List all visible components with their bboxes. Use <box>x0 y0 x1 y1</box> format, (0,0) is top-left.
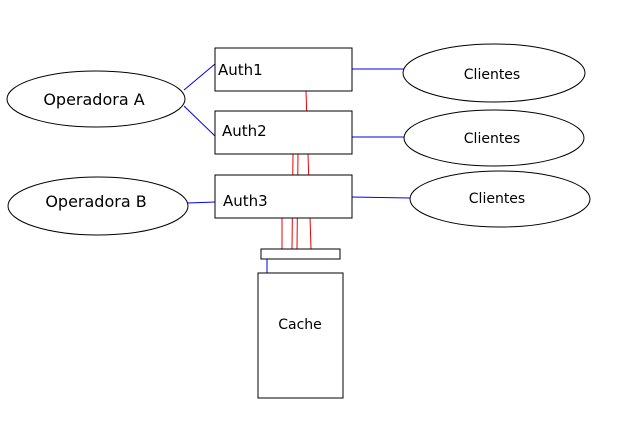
auth-server-box <box>214 174 353 219</box>
auth-server-auth1: Auth1 <box>214 47 353 92</box>
cache-box <box>257 272 344 399</box>
clients-group-1: Clientes <box>402 43 586 103</box>
operator-operadora-b: Operadora B <box>7 176 189 236</box>
auth-server-label: Auth3 <box>223 192 268 210</box>
clients-ellipse <box>402 43 586 103</box>
clients-ellipse <box>403 109 585 167</box>
auth-server-box <box>214 47 353 92</box>
operator-ellipse <box>7 176 189 236</box>
clients-label: Clientes <box>469 191 525 207</box>
operator-label: Operadora B <box>45 192 146 211</box>
cache-connector-bar <box>260 248 341 260</box>
auth-server-box <box>214 110 353 155</box>
link-auth3-clientes-3 <box>349 196 411 199</box>
cache-node: Cache <box>257 272 344 399</box>
link-operadora-a-auth2 <box>183 105 216 137</box>
operator-ellipse <box>6 70 186 128</box>
clients-label: Clientes <box>464 67 520 83</box>
cache-label: Cache <box>278 317 322 333</box>
auth-server-auth2: Auth2 <box>214 110 353 155</box>
auth-server-label: Auth1 <box>218 61 263 79</box>
clients-label: Clientes <box>464 131 520 147</box>
auth-server-label: Auth2 <box>222 122 267 140</box>
blue-links <box>183 63 411 273</box>
clients-ellipse <box>409 170 591 228</box>
link-operadora-b-auth3 <box>187 201 216 204</box>
link-operadora-a-auth1 <box>183 63 216 91</box>
clients-group-2: Clientes <box>403 109 585 167</box>
auth-server-auth3: Auth3 <box>214 174 353 219</box>
operator-label: Operadora A <box>43 90 144 109</box>
clients-group-3: Clientes <box>409 170 591 228</box>
operator-operadora-a: Operadora A <box>6 70 186 128</box>
